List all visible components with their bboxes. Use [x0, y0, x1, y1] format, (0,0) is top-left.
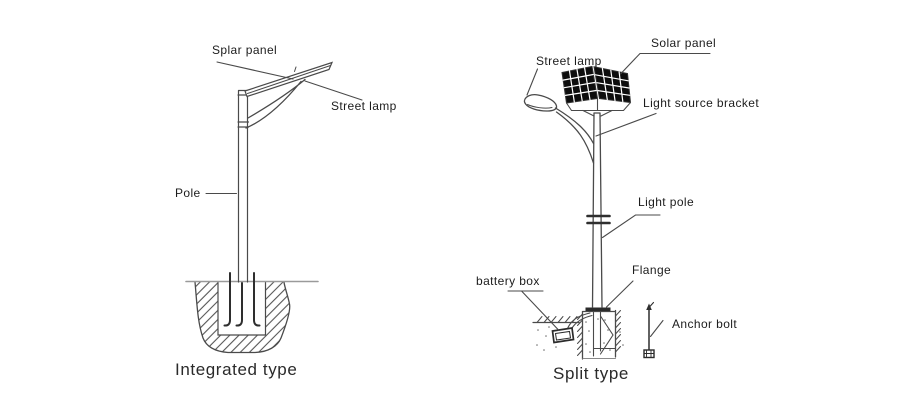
label-street-lamp-left: Street lamp [331, 99, 397, 113]
pole-coupling [586, 214, 611, 225]
caption-split-type: Split type [553, 364, 629, 383]
foundation-bolts [223, 272, 261, 327]
leader-splar-panel [216, 61, 294, 80]
integrated-arm [245, 78, 306, 129]
anchor-bolt-shape [643, 301, 655, 359]
label-anchor-bolt: Anchor bolt [672, 317, 738, 331]
label-battery-box: battery box [476, 274, 540, 288]
split-foundation [581, 309, 617, 360]
leader-anchor-bolt [649, 319, 664, 338]
solar-panel-shape [561, 65, 632, 104]
foundation-cavity [217, 281, 267, 336]
split-lamp-drawing [507, 52, 711, 360]
leader-light-pole [601, 214, 661, 239]
light-pole-shape [591, 112, 603, 309]
flange-plate [585, 307, 611, 311]
foundation-outline [194, 281, 291, 354]
leader-street-lamp-right [526, 68, 539, 96]
caption-integrated-type: Integrated type [175, 360, 298, 379]
label-splar-panel: Splar panel [212, 43, 278, 57]
leader-street-lamp-left [304, 80, 363, 101]
pole-shape [237, 89, 250, 283]
integrated-lamp-drawing [185, 61, 363, 354]
leader-battery-box [507, 290, 560, 332]
leader-flange [605, 280, 634, 308]
label-pole: Pole [175, 186, 201, 200]
label-light-pole: Light pole [638, 195, 695, 209]
light-source-bracket-shape [565, 98, 632, 117]
label-street-lamp-right: Street lamp [536, 54, 602, 68]
lamp-arm [554, 107, 595, 164]
label-solar-panel: Solar panel [651, 36, 717, 50]
label-flange: Flange [632, 263, 672, 277]
leader-solar-panel [619, 52, 711, 75]
street-lamp-head [523, 94, 558, 112]
label-light-source-bracket: Light source bracket [643, 96, 760, 110]
leader-light-source-bracket [595, 112, 657, 137]
